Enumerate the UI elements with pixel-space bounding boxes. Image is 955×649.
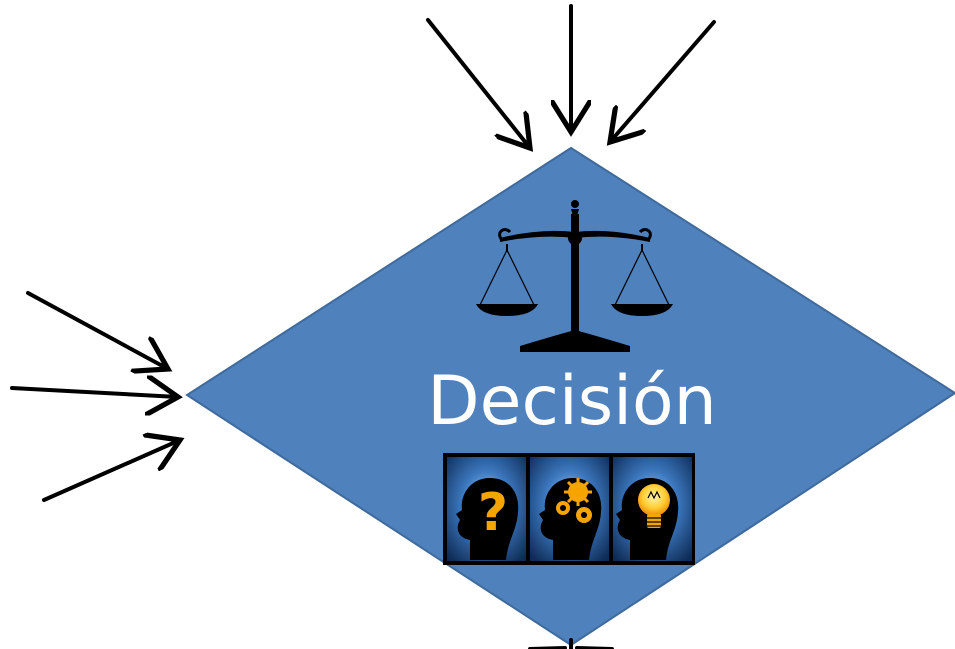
- arrow-top-right: [610, 20, 716, 142]
- scales-of-justice-icon: [476, 200, 673, 352]
- svg-text:?: ?: [478, 483, 508, 543]
- question-head-icon: ?: [447, 457, 526, 561]
- decision-label: Decisión: [427, 362, 717, 441]
- arrow-top-left: [426, 18, 530, 148]
- outgoing-arrows-bottom: [528, 638, 614, 649]
- arrow-left-lower: [42, 440, 180, 502]
- lightbulb-head-icon: [613, 457, 692, 561]
- arrow-left-upper: [26, 291, 168, 369]
- gears-head-icon: [530, 457, 609, 561]
- arrow-left-middle: [10, 388, 178, 397]
- thinking-heads-strip: ?: [443, 453, 695, 565]
- incoming-arrows-top: [426, 4, 716, 148]
- incoming-arrows-left: [10, 291, 180, 502]
